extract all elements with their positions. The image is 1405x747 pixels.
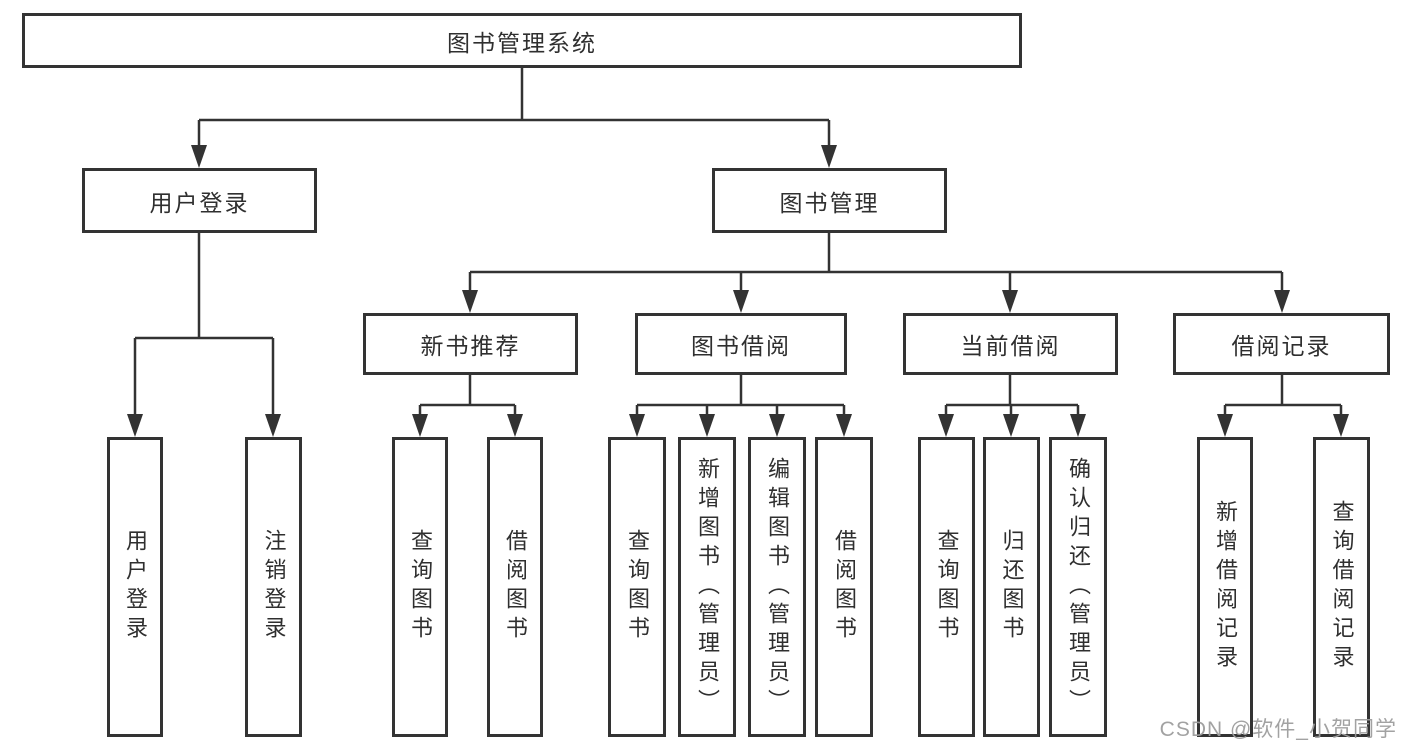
node-root: 图书管理系统 [22,13,1022,68]
leaf-bb-edit-book: 编辑图书（管理员） [748,437,806,737]
leaf-user-login: 用户登录 [107,437,163,737]
leaf-bb-query-book-label: 查询图书 [625,529,650,645]
leaf-nb-query-book: 查询图书 [392,437,448,737]
connector-root-to-level2 [191,68,837,168]
node-new-book-recommend-label: 新书推荐 [420,333,521,359]
leaf-cb-query-book-label: 查询图书 [934,529,960,645]
leaf-cb-query-book: 查询图书 [918,437,975,737]
leaf-bb-query-book: 查询图书 [608,437,666,737]
leaf-logout: 注销登录 [245,437,302,737]
leaf-bb-borrow-book-label: 借阅图书 [832,529,857,645]
leaf-nb-borrow-book: 借阅图书 [487,437,543,737]
node-new-book-recommend: 新书推荐 [363,313,578,375]
node-root-label: 图书管理系统 [447,29,597,56]
leaf-bb-borrow-book: 借阅图书 [815,437,873,737]
watermark: CSDN @软件_小贺同学 [1159,718,1397,741]
connector-new-book-to-leaves [412,375,523,437]
leaf-bb-add-book: 新增图书（管理员） [678,437,736,737]
leaf-nb-borrow-book-label: 借阅图书 [503,529,528,645]
connector-book-borrow-to-leaves [629,375,852,437]
node-borrow-record: 借阅记录 [1173,313,1390,375]
node-user-login-label: 用户登录 [149,189,250,216]
leaf-bb-add-book-label: 新增图书（管理员） [695,456,720,718]
connector-current-borrow-to-leaves [938,375,1086,437]
leaf-br-query-record: 查询借阅记录 [1313,437,1370,737]
node-book-management: 图书管理 [712,168,947,233]
leaf-nb-query-book-label: 查询图书 [408,529,433,645]
leaf-br-add-record: 新增借阅记录 [1197,437,1253,737]
connector-borrow-record-to-leaves [1217,375,1349,437]
node-book-management-label: 图书管理 [779,189,880,216]
node-borrow-record-label: 借阅记录 [1231,333,1332,359]
node-current-borrow-label: 当前借阅 [960,333,1061,359]
leaf-cb-confirm-return: 确认归还（管理员） [1049,437,1107,737]
leaf-br-query-record-label: 查询借阅记录 [1329,500,1355,674]
connector-user-login-to-leaves [127,233,281,437]
connector-book-management-to-level3 [462,233,1290,313]
leaf-user-login-label: 用户登录 [123,529,148,645]
leaf-cb-return-book-label: 归还图书 [999,529,1025,645]
node-user-login: 用户登录 [82,168,317,233]
node-book-borrow: 图书借阅 [635,313,847,375]
leaf-cb-return-book: 归还图书 [983,437,1040,737]
node-current-borrow: 当前借阅 [903,313,1118,375]
leaf-bb-edit-book-label: 编辑图书（管理员） [765,456,790,718]
node-book-borrow-label: 图书借阅 [691,333,791,359]
leaf-br-add-record-label: 新增借阅记录 [1213,500,1238,674]
leaf-cb-confirm-return-label: 确认归还（管理员） [1066,456,1091,718]
leaf-logout-label: 注销登录 [261,529,287,645]
